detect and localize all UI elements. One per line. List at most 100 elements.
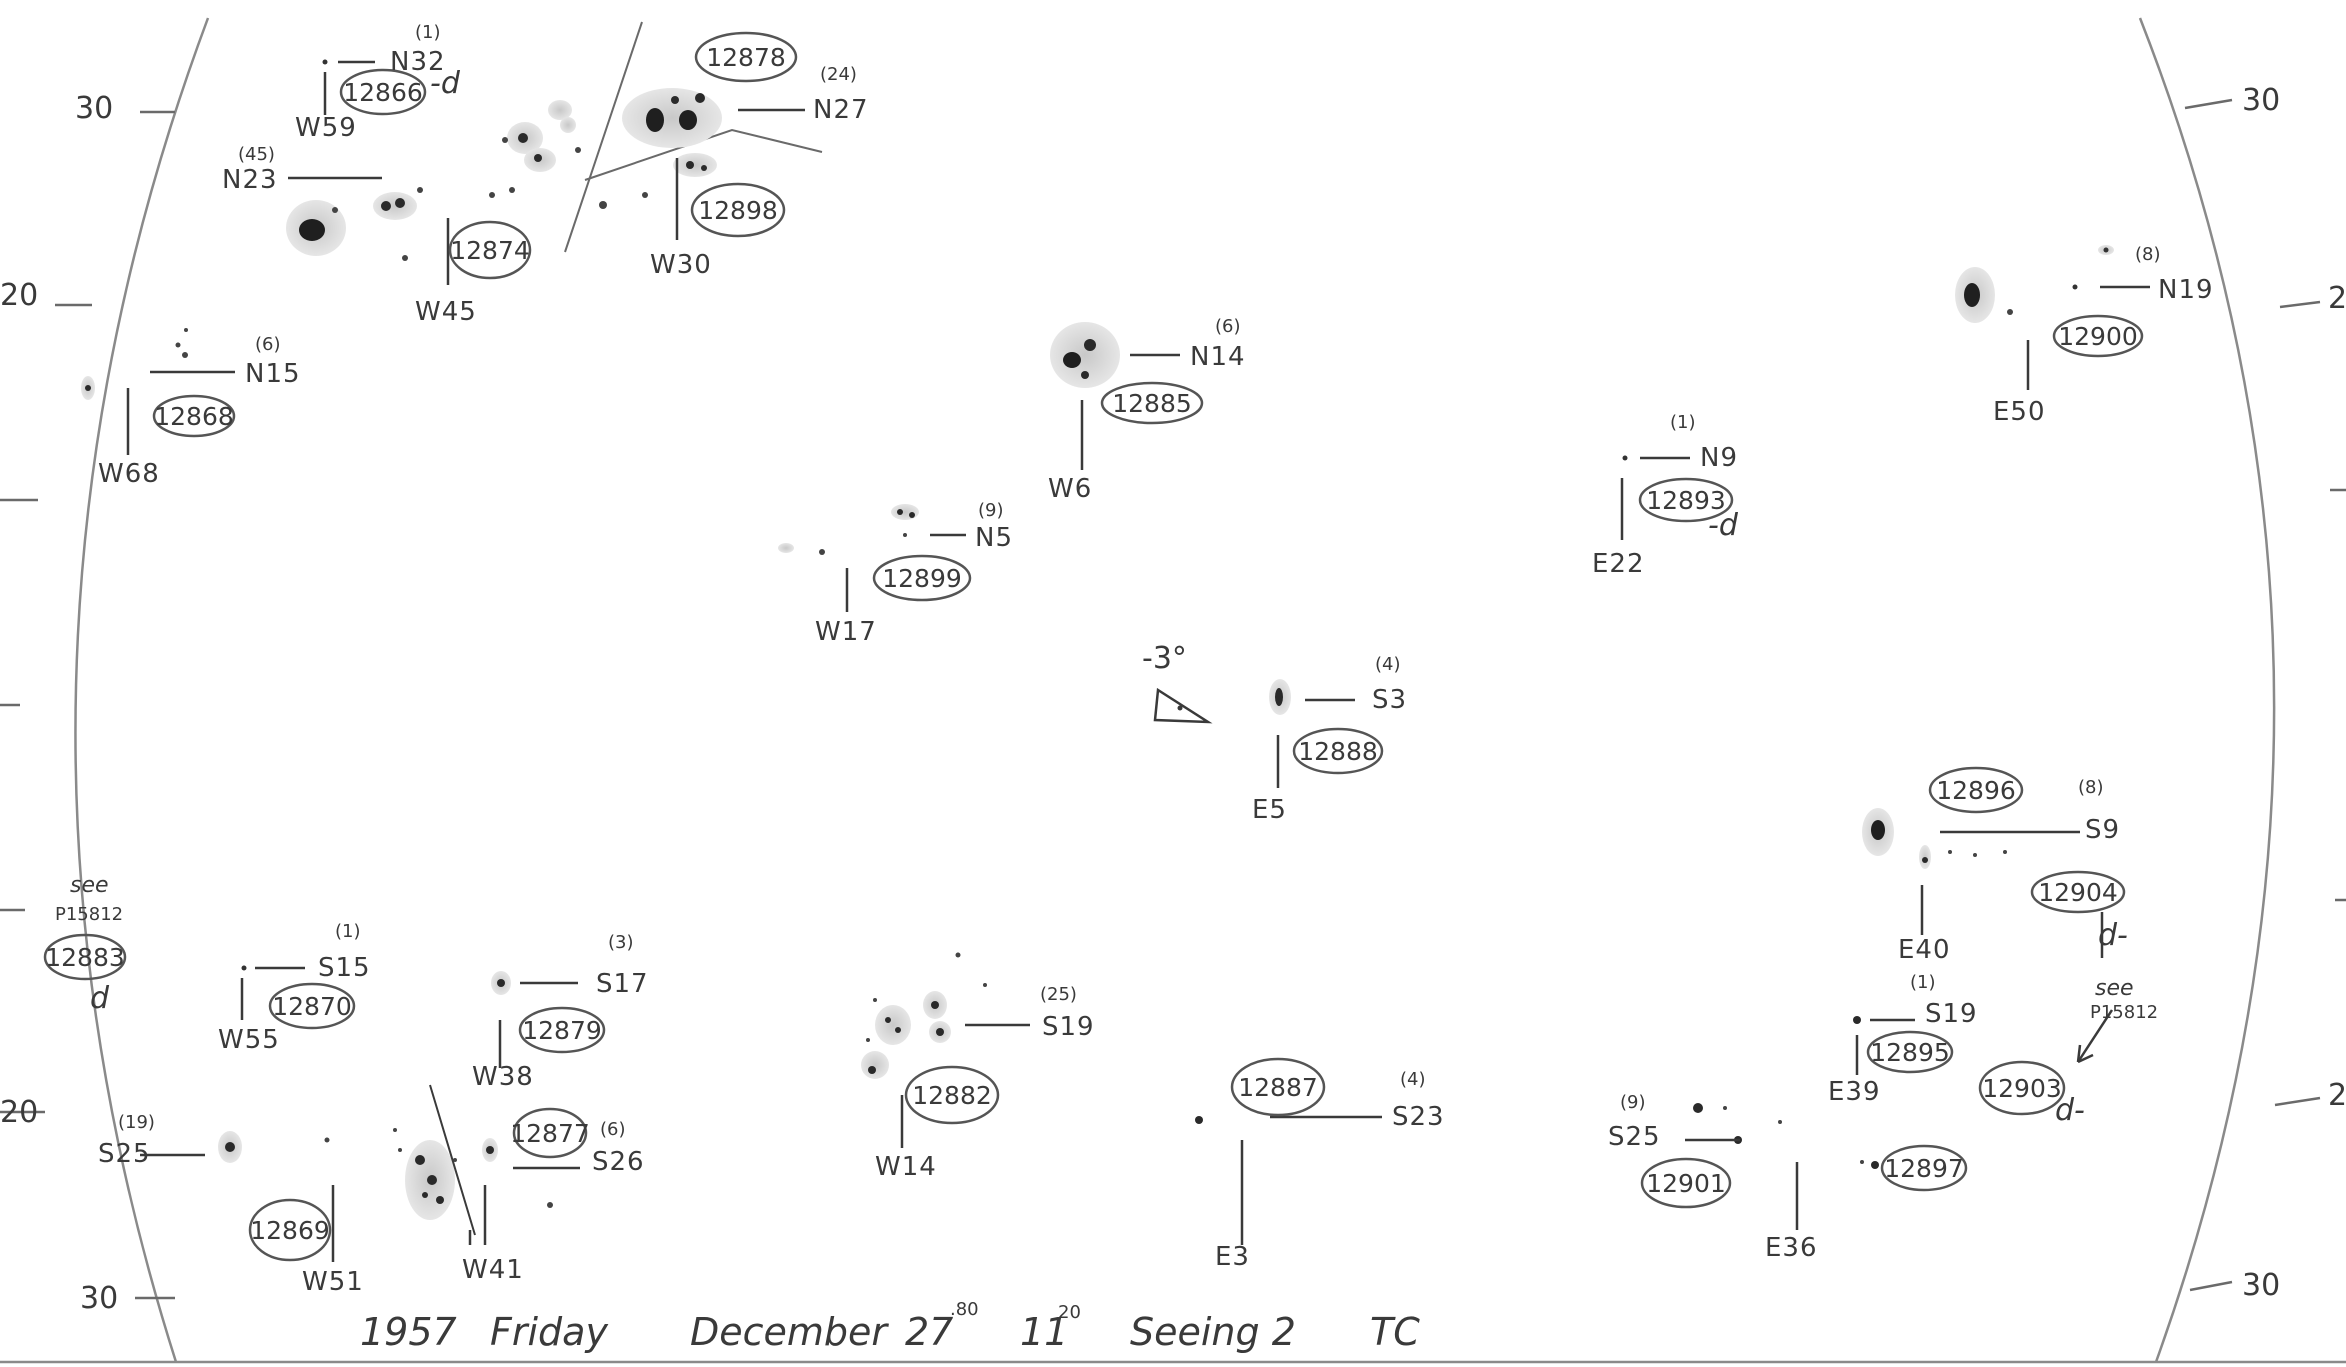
footer-seeing: Seeing 2 [1130, 1310, 1296, 1354]
group-12866-number: 12866 [343, 78, 423, 107]
group-12904-note: d- [2098, 918, 2128, 953]
group-12869-count: (19) [118, 1112, 155, 1133]
group-12877-lon: W41 [462, 1255, 524, 1285]
group-12888-lat: S3 [1372, 685, 1407, 715]
footer-time-min: 20 [1058, 1302, 1081, 1323]
group-12879-lon: W38 [472, 1062, 534, 1092]
group-12882-number: 12882 [912, 1081, 992, 1110]
group-12903-note: d- [2055, 1093, 2085, 1128]
group-12899-number: 12899 [882, 564, 962, 593]
group-12874-number: 12874 [450, 236, 530, 265]
group-12896-number: 12896 [1936, 776, 2016, 805]
group-12885-count: (6) [1215, 316, 1241, 337]
group-12874-lon: W45 [415, 297, 477, 327]
group-12868-lon: W68 [98, 459, 160, 489]
group-12882-count: (25) [1040, 984, 1077, 1005]
group-12885-lat: N14 [1190, 342, 1246, 372]
group-12870-count: (1) [335, 921, 361, 942]
group-12904-number: 12904 [2038, 878, 2118, 907]
footer-month: December [690, 1310, 889, 1354]
region-dividers [564, 21, 823, 253]
group-12893-lon: E22 [1592, 549, 1645, 579]
footer-time: 11 [1020, 1310, 1068, 1354]
sunspots [81, 59, 2114, 1220]
group-12870-lon: W55 [218, 1025, 280, 1055]
group-12883-number: 12883 [45, 943, 125, 972]
group-12874-lat: N23 [222, 165, 278, 195]
group-12885-lon: W6 [1048, 474, 1092, 504]
group-12901-lat: S25 [1608, 1122, 1661, 1152]
group-12887-count: (4) [1400, 1069, 1426, 1090]
tick-right-30-top: 30 [2242, 83, 2280, 118]
group-12883-note: d [90, 981, 110, 1016]
tick-right-30-bottom: 30 [2242, 1268, 2280, 1303]
group-12901-count: (9) [1620, 1092, 1646, 1113]
group-12896-lat: S9 [2085, 815, 2120, 845]
left-latitude-ticks [0, 110, 175, 1300]
group-12866-count: (1) [415, 22, 441, 43]
group-12883-ref: P15812 [55, 904, 123, 925]
group-12888-number: 12888 [1298, 737, 1378, 766]
group-12885-number: 12885 [1112, 389, 1192, 418]
tick-right-2-top: 2 [2328, 281, 2346, 316]
group-12878-count: (24) [820, 64, 857, 85]
group-12900-number: 12900 [2058, 322, 2138, 351]
group-12897-number: 12897 [1884, 1154, 1964, 1183]
right-latitude-ticks [2184, 98, 2346, 1292]
group-12877-count: (6) [600, 1119, 626, 1140]
group-12899-lon: W17 [815, 617, 877, 647]
group-12900-lon: E50 [1993, 397, 2046, 427]
group-12888-lon: E5 [1252, 795, 1287, 825]
group-12877-number: 12877 [510, 1119, 590, 1148]
group-12868-lat: N15 [245, 359, 301, 389]
group-12899-count: (9) [978, 500, 1004, 521]
group-12866-note: -d [430, 66, 461, 101]
group-12868-number: 12868 [154, 402, 234, 431]
group-12870-lat: S15 [318, 953, 371, 983]
group-12866-lon: W59 [295, 113, 357, 143]
footer-date: 27 [905, 1310, 953, 1354]
group-12896-count: (8) [2078, 777, 2104, 798]
group-12901-number: 12901 [1646, 1169, 1726, 1198]
group-12882-lat: S19 [1042, 1012, 1095, 1042]
solar-limb [0, 17, 2346, 1364]
tick-left-20-top: 20 [0, 278, 38, 313]
group-12887-number: 12887 [1238, 1073, 1318, 1102]
footer-day: Friday [490, 1310, 608, 1354]
group-12893-number: 12893 [1646, 486, 1726, 515]
group-12903-ref: P15812 [2090, 1002, 2158, 1023]
tick-left-30-top: 30 [75, 91, 113, 126]
group-12893-note: -d [1708, 508, 1739, 543]
center-mark-label: -3° [1142, 641, 1187, 676]
center-mark: -3° [1142, 641, 1213, 724]
group-12888-count: (4) [1375, 654, 1401, 675]
group-12879-count: (3) [608, 932, 634, 953]
group-12900-lat: N19 [2158, 275, 2214, 305]
group-12895-lat: S19 [1925, 999, 1978, 1029]
group-12869-lat: S25 [98, 1139, 151, 1169]
group-12879-lat: S17 [596, 969, 649, 999]
group-12899-lat: N5 [975, 523, 1013, 553]
limb-right-arc [2138, 17, 2276, 1363]
group-12866-lat: N32 [390, 47, 446, 77]
observation-footer: 1957 Friday December 27 .80 11 20 Seeing… [360, 1299, 1420, 1354]
limb-left-arc [74, 17, 210, 1363]
group-12870-number: 12870 [272, 992, 352, 1021]
footer-year: 1957 [360, 1310, 457, 1354]
group-12898-lon: W30 [650, 250, 712, 280]
group-12903-see: see [2095, 976, 2134, 1001]
group-12903-number: 12903 [1982, 1074, 2062, 1103]
group-12868-count: (6) [255, 334, 281, 355]
group-12869-lon: W51 [302, 1267, 364, 1297]
group-12895-count: (1) [1910, 972, 1936, 993]
group-12879-number: 12879 [522, 1016, 602, 1045]
triangle-marker [1153, 687, 1213, 724]
footer-date-frac: .80 [950, 1299, 979, 1320]
group-12887-lat: S23 [1392, 1102, 1445, 1132]
tick-left-20-bottom: 20 [0, 1095, 38, 1130]
group-12900-count: (8) [2135, 244, 2161, 265]
footer-observer: TC [1370, 1310, 1420, 1354]
tick-right-2-bottom: 2 [2328, 1078, 2346, 1113]
group-12877-lat: S26 [592, 1147, 645, 1177]
